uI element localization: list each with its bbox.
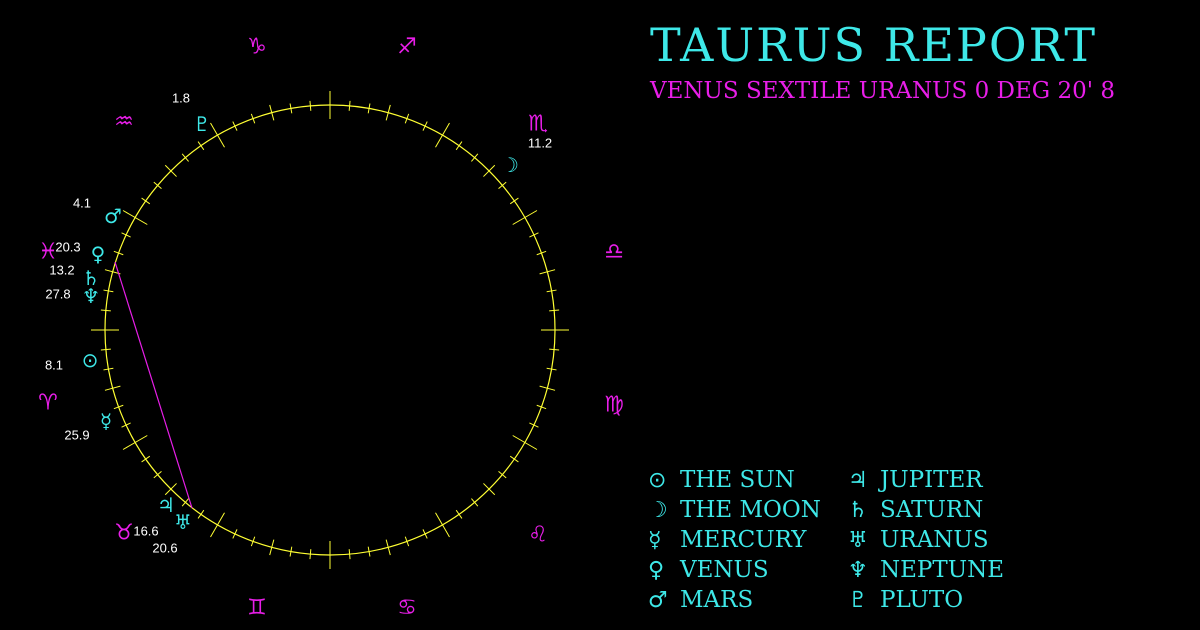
aspect-subtitle: VENUS SEXTILE URANUS 0 DEG 20' 8 <box>650 78 1115 104</box>
planet-markers: ♇1.8 ☽ 11.2 ♂ 4.1 ♀ 20.3♄ 13.2 ♆ 27.8 ⊙ 8.1 ☿ 25.9 ♃ 16… <box>45 91 552 556</box>
venus-degree-label: 20.3 <box>55 240 80 255</box>
neptune-icon: ♆ <box>82 284 100 308</box>
moon-degree-label: 11.2 <box>528 136 552 151</box>
mars-icon: ♂ <box>648 587 668 613</box>
jupiter-icon: ♃ <box>157 493 175 517</box>
legend-item-venus: ♀ VENUS <box>648 556 848 584</box>
uranus-icon: ♅ <box>848 527 868 553</box>
pisces-icon: ♓ <box>38 240 58 265</box>
legend-label: URANUS <box>880 527 989 553</box>
libra-icon: ♎ <box>604 240 624 265</box>
legend-item-mars: ♂ MARS <box>648 586 848 614</box>
legend-label: THE SUN <box>680 467 795 493</box>
saturn-icon: ♄ <box>82 266 100 290</box>
planet-legend: ⊙ THE SUN ♃ JUPITER ☽ THE MOON ♄ SATURN ☿ MER… <box>648 466 1028 614</box>
sun-degree-label: 8.1 <box>45 358 63 373</box>
mercury-icon: ☿ <box>100 409 112 433</box>
capricorn-icon: ♑ <box>247 35 267 60</box>
uranus-degree-label: 20.6 <box>152 541 177 556</box>
gemini-icon: ♊ <box>247 596 267 621</box>
mars-degree-label: 4.1 <box>73 196 91 211</box>
moon-icon: ☽ <box>648 497 668 523</box>
sun-icon: ⊙ <box>82 348 99 372</box>
mercury-icon: ☿ <box>648 527 662 553</box>
legend-item-pluto: ♇ PLUTO <box>848 586 1028 614</box>
legend-item-moon: ☽ THE MOON <box>648 496 848 524</box>
aquarius-icon: ♒ <box>114 110 134 135</box>
report-title: TAURUS REPORT <box>650 18 1098 72</box>
zodiac-wheel: ♑ ♐ ♏ ♎ ♍ ♌ ♋ ♊ ♉ ♈ ♓ ♒ ♇1.8 ☽ 11.2 ♂ 4.1 ♀ 20.3♄ 13.2 ♆ 27.… <box>38 35 624 621</box>
venus-icon: ♀ <box>648 557 665 583</box>
legend-item-mercury: ☿ MERCURY <box>648 526 848 554</box>
moon-icon: ☽ <box>501 153 519 177</box>
legend-label: PLUTO <box>880 587 964 613</box>
sagittarius-icon: ♐ <box>397 35 417 60</box>
aries-icon: ♈ <box>38 391 58 416</box>
legend-item-sun: ⊙ THE SUN <box>648 466 848 494</box>
scorpio-icon: ♏ <box>528 112 548 137</box>
aspect-line-venus-uranus <box>114 261 193 509</box>
legend-label: VENUS <box>680 557 769 583</box>
legend-item-jupiter: ♃ JUPITER <box>848 466 1028 494</box>
zodiac-signs: ♑ ♐ ♏ ♎ ♍ ♌ ♋ ♊ ♉ ♈ ♓ ♒ <box>38 35 624 621</box>
mars-icon: ♂ <box>104 204 122 228</box>
virgo-icon: ♍ <box>604 393 624 418</box>
legend-item-saturn: ♄ SATURN <box>848 496 1028 524</box>
legend-label: THE MOON <box>680 497 821 523</box>
legend-label: SATURN <box>880 497 984 523</box>
legend-item-neptune: ♆ NEPTUNE <box>848 556 1028 584</box>
neptune-degree-label: 27.8 <box>45 287 70 302</box>
legend-item-uranus: ♅ URANUS <box>848 526 1028 554</box>
pluto-icon: ♇ <box>193 112 211 136</box>
sun-icon: ⊙ <box>648 467 667 493</box>
mercury-degree-label: 25.9 <box>64 428 89 443</box>
venus-icon: ♀ <box>91 242 106 266</box>
saturn-degree-label: 13.2 <box>49 263 74 278</box>
legend-label: JUPITER <box>880 467 983 493</box>
wheel-circle <box>104 104 556 556</box>
cancer-icon: ♋ <box>397 596 417 621</box>
neptune-icon: ♆ <box>848 557 868 583</box>
legend-label: MERCURY <box>680 527 807 553</box>
pluto-degree-label: 1.8 <box>172 91 190 106</box>
uranus-icon: ♅ <box>174 510 192 534</box>
taurus-icon: ♉ <box>114 521 134 546</box>
legend-label: MARS <box>680 587 754 613</box>
jupiter-icon: ♃ <box>848 467 868 493</box>
leo-icon: ♌ <box>528 523 548 548</box>
jupiter-degree-label: 16.6 <box>133 524 158 539</box>
legend-label: NEPTUNE <box>880 557 1005 583</box>
pluto-icon: ♇ <box>848 587 868 613</box>
saturn-icon: ♄ <box>848 497 868 523</box>
